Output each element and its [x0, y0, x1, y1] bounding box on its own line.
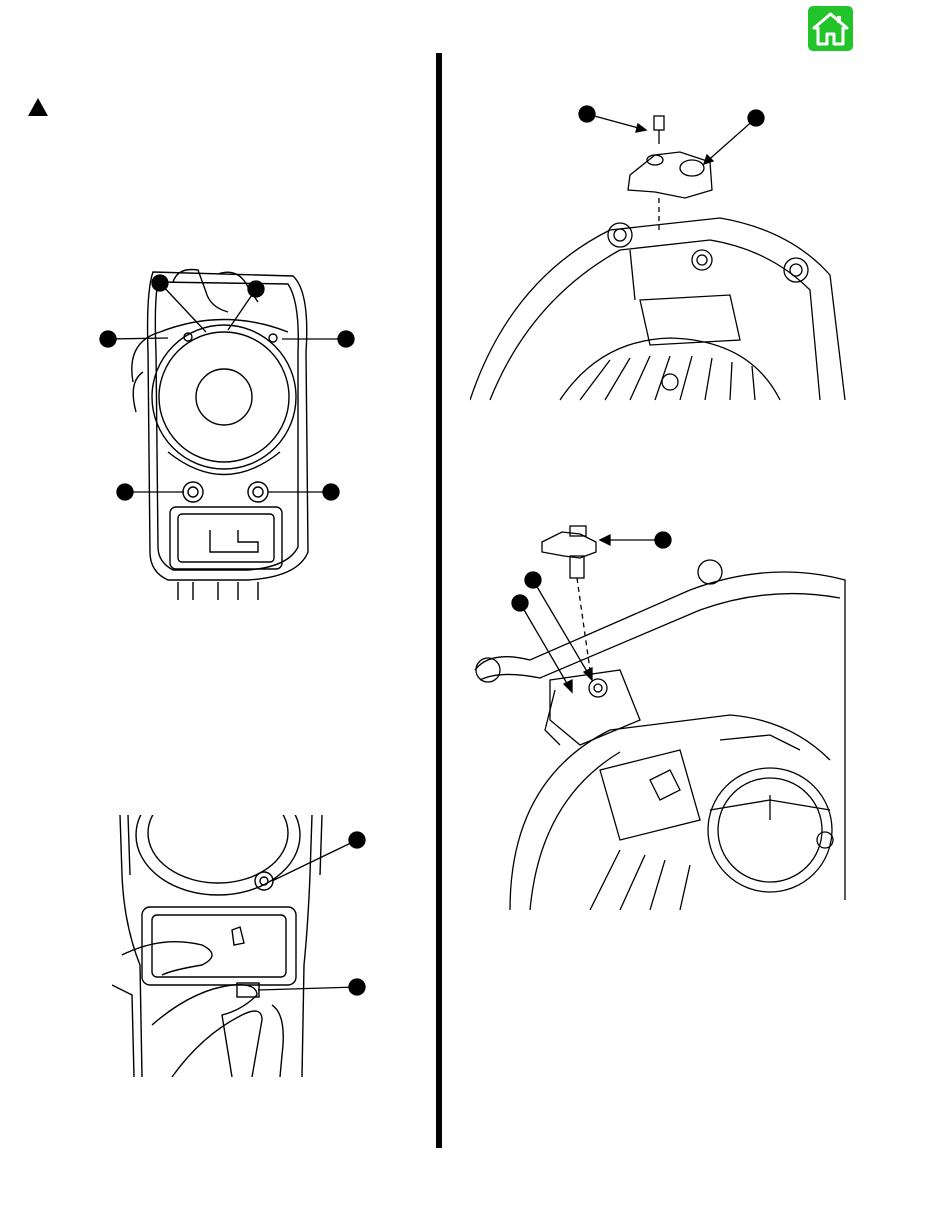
harness-disconnect-drawing — [112, 815, 366, 1077]
flywheel-cover-drawing — [99, 268, 355, 600]
figure-flywheel-cover-top-view — [98, 262, 360, 602]
sensor-installation-drawing — [474, 525, 846, 910]
figure-bracket-bolt-exploded — [470, 100, 850, 410]
column-divider — [436, 53, 442, 1148]
home-icon — [812, 12, 849, 46]
home-button[interactable] — [808, 6, 853, 51]
figure-sensor-installation — [470, 520, 850, 910]
figure-hands-disconnecting-harness — [112, 815, 374, 1077]
warning-triangle-icon — [28, 98, 48, 116]
bracket-exploded-drawing — [470, 105, 846, 401]
